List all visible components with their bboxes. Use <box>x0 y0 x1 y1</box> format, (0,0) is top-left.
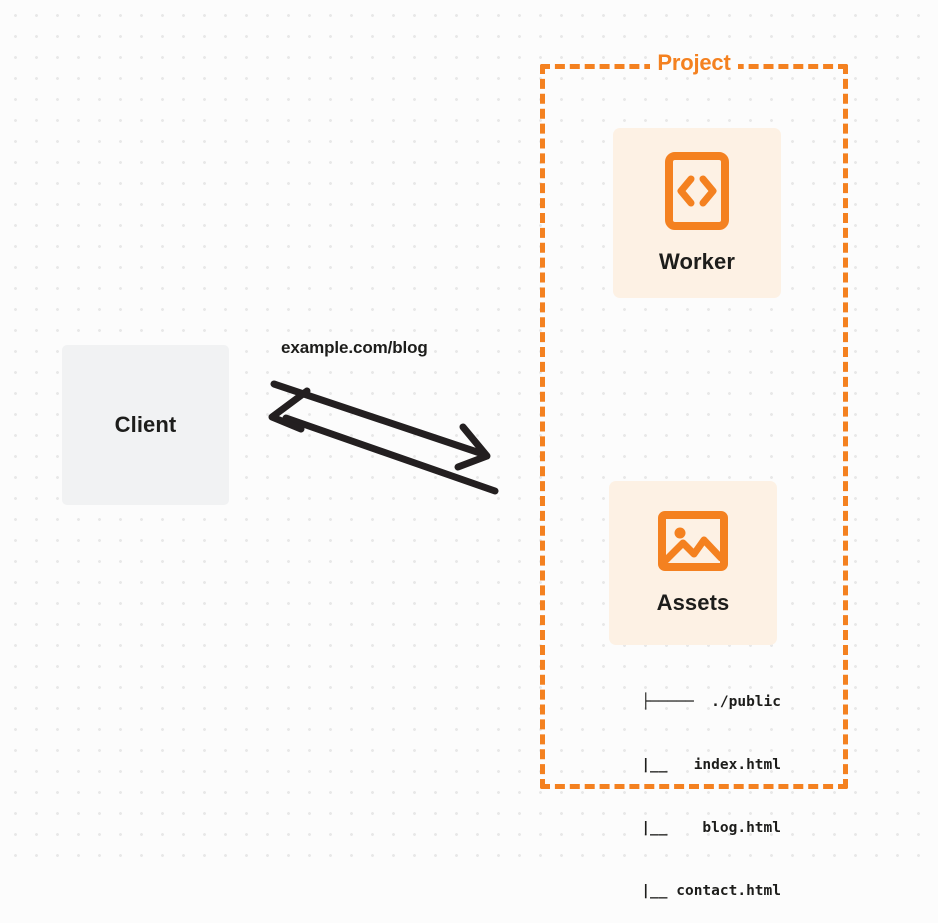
arrow-right-icon <box>270 380 491 471</box>
worker-node-label: Worker <box>659 249 735 274</box>
connection-arrows <box>268 380 499 495</box>
file-tree-row: |__ index.html <box>615 757 781 773</box>
file-tree-row: |__ blog.html <box>615 820 781 836</box>
client-node-label: Client <box>114 412 177 437</box>
worker-node[interactable]: Worker <box>613 128 781 298</box>
file-tree-row: |__ contact.html <box>615 883 781 899</box>
assets-node-label: Assets <box>656 590 730 615</box>
file-tree-row: ├───── ./public <box>641 694 781 710</box>
project-group-title: Project <box>540 50 848 76</box>
image-picture-icon <box>657 510 729 572</box>
assets-node[interactable]: Assets <box>609 481 777 645</box>
client-node[interactable]: Client <box>62 345 229 505</box>
connection-label: example.com/blog <box>281 338 428 357</box>
project-group-title-text: Project <box>650 50 738 75</box>
code-brackets-icon <box>664 151 730 231</box>
arrow-left-icon <box>268 387 499 495</box>
assets-file-tree: ├───── ./public |__ index.html |__ blog.… <box>585 650 781 923</box>
